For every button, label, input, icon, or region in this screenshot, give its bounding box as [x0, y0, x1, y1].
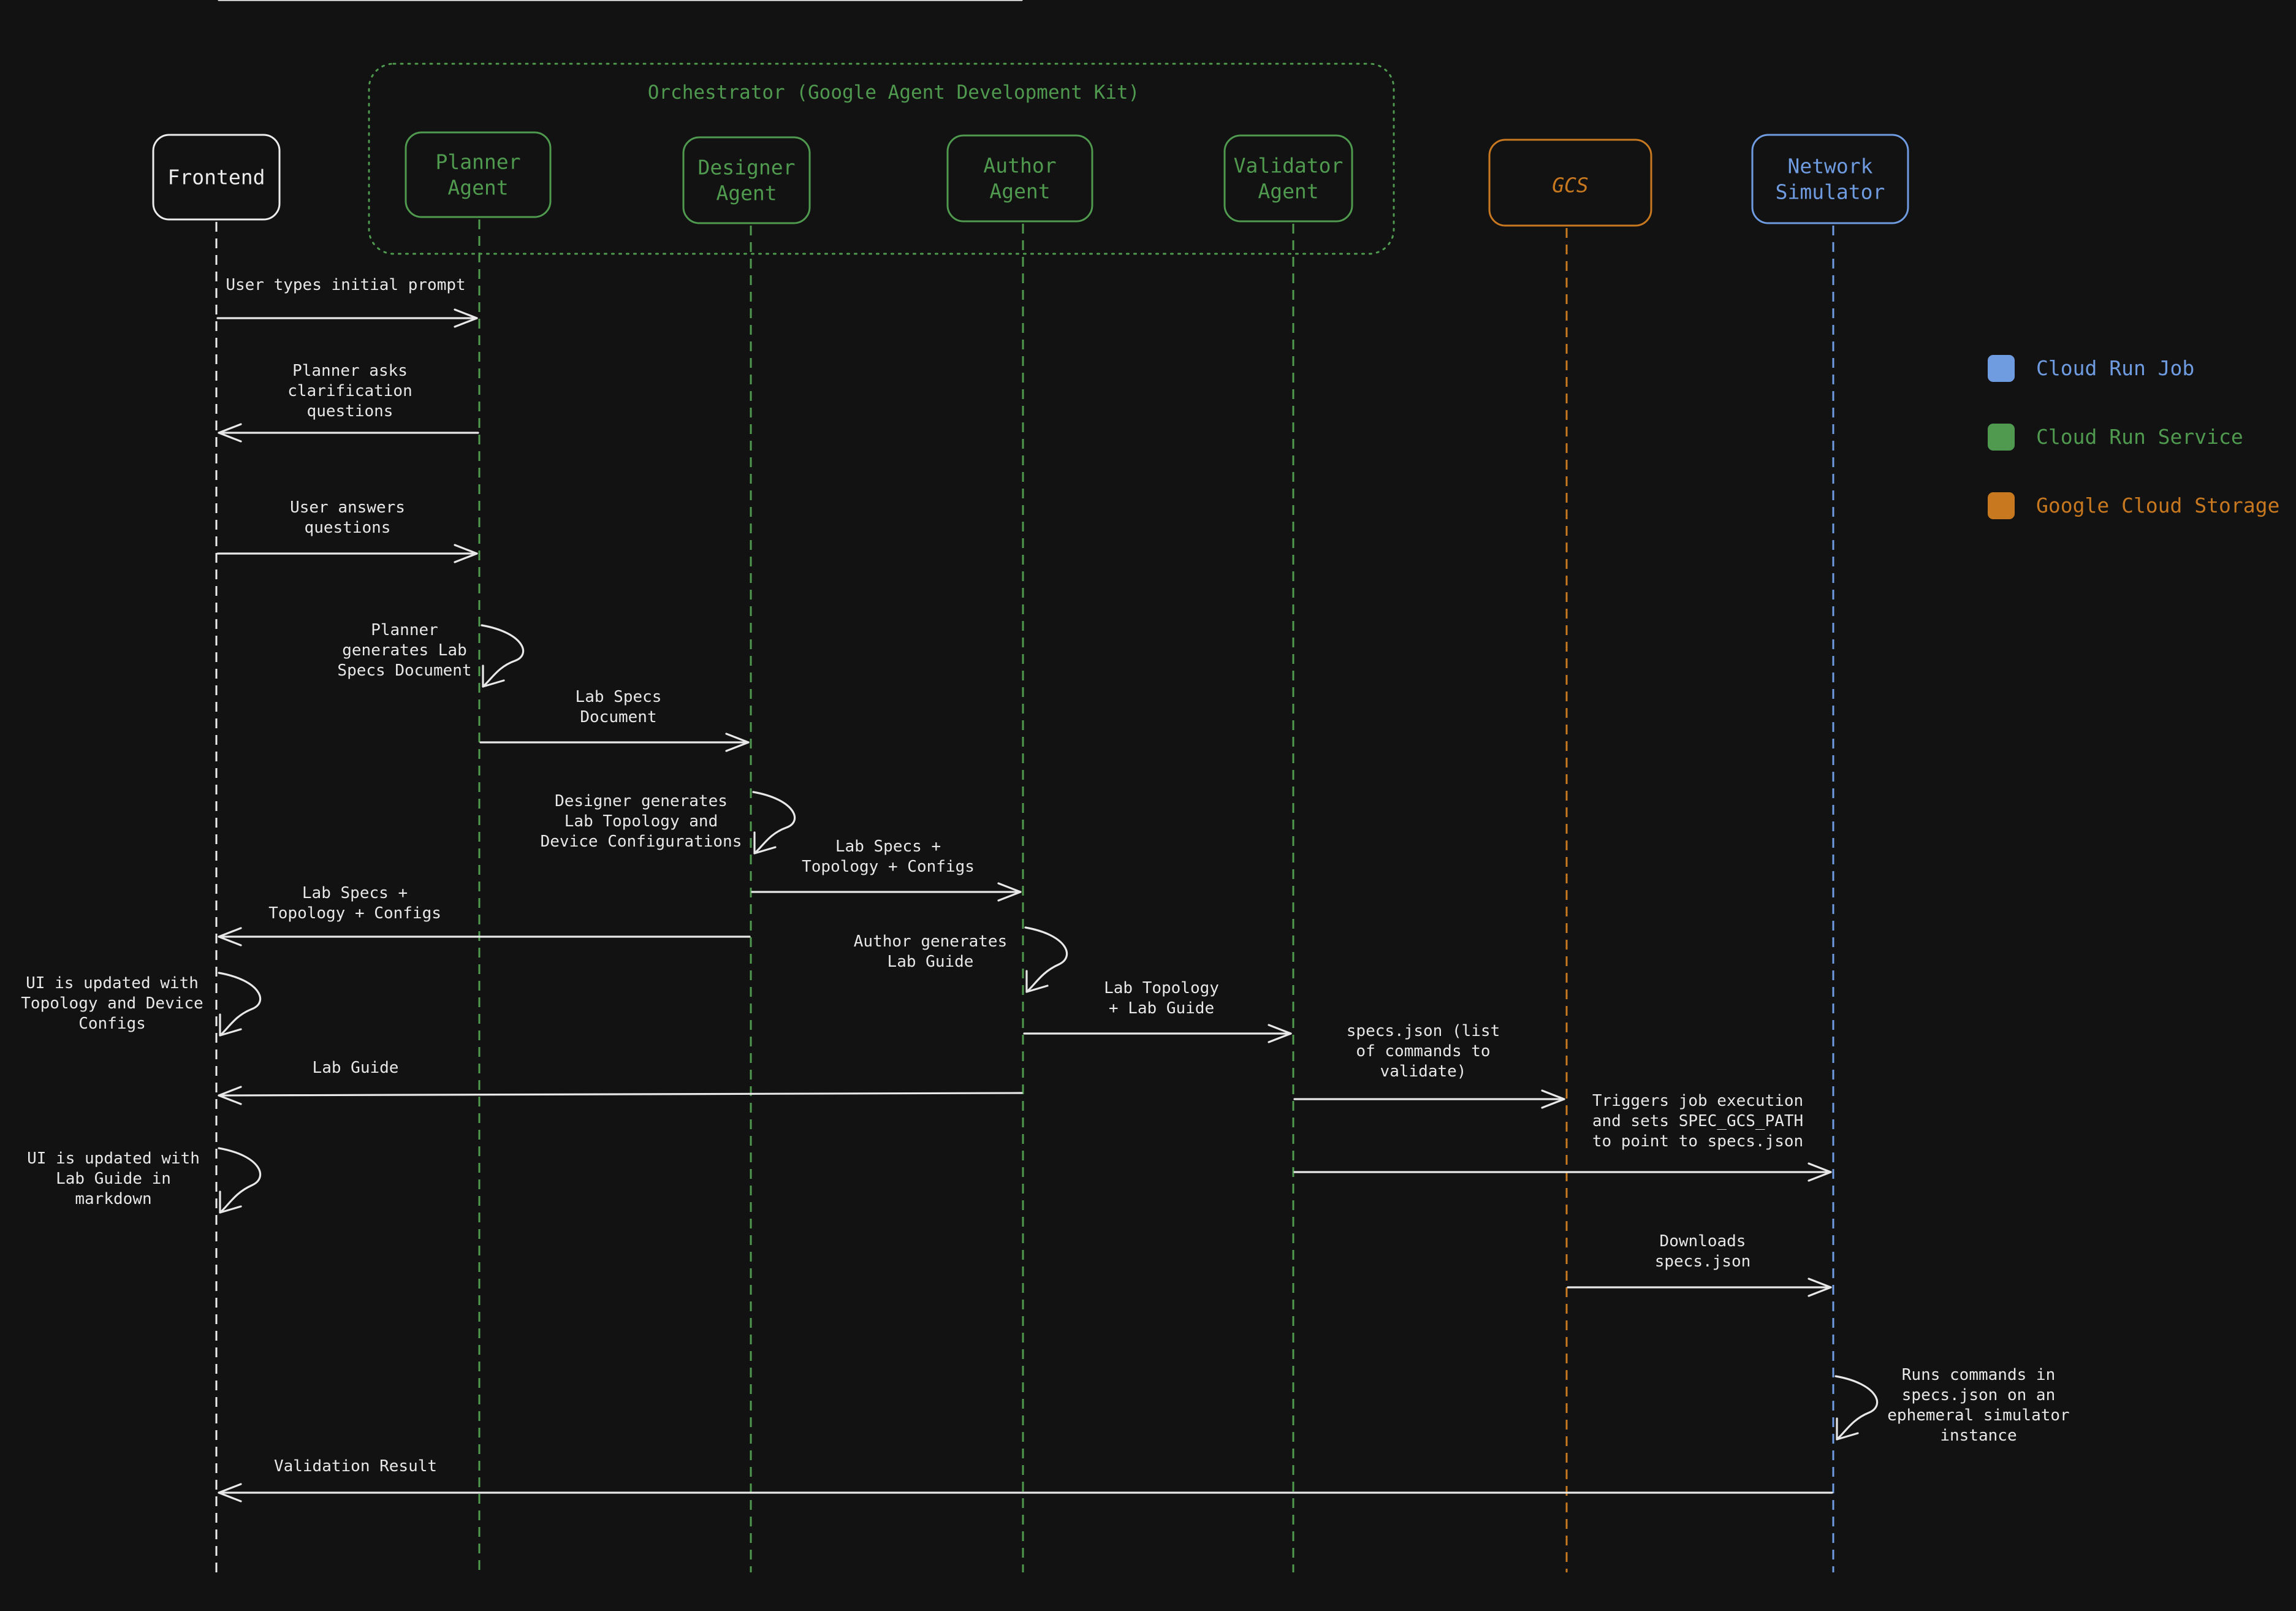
legend-item-1: Cloud Run Service — [1988, 424, 2243, 451]
actor-gcs-box — [1488, 139, 1652, 227]
self-message-curve — [752, 791, 796, 855]
arrow-head — [1808, 1278, 1832, 1297]
arrow-head — [753, 831, 777, 855]
self-message-curve — [218, 1147, 262, 1214]
arrow-head — [219, 1013, 242, 1037]
message-8-label: Lab Specs +Topology + Configs — [268, 884, 441, 923]
legend-label: Cloud Run Job — [2036, 356, 2194, 380]
arrow-head — [218, 927, 242, 946]
legend-label: Cloud Run Service — [2036, 425, 2243, 449]
message-7: Lab Specs +Topology + Configs — [751, 837, 1022, 902]
arrow-head — [454, 308, 478, 328]
legend-swatch — [1988, 424, 2015, 451]
self-message-curve — [481, 624, 525, 688]
arrow-head — [1268, 1024, 1292, 1043]
actor-designer-box — [682, 136, 811, 224]
arrow-head — [454, 544, 478, 563]
arrow-head — [1808, 1162, 1832, 1182]
self-message-curve — [1024, 926, 1068, 993]
arrow-head — [218, 1086, 242, 1105]
arrow-head — [218, 1483, 242, 1502]
actor-planner-box — [405, 131, 552, 218]
actor-frontend-box — [152, 134, 281, 221]
arrow-head — [1541, 1089, 1565, 1109]
message-line — [218, 1092, 1023, 1097]
self-message-curve — [1834, 1375, 1879, 1441]
message-18-label: Validation Result — [274, 1457, 437, 1476]
message-1-label: User types initial prompt — [226, 276, 465, 294]
arrow-head — [997, 882, 1022, 902]
self-message-curve — [218, 972, 262, 1037]
arrow-head — [725, 733, 750, 752]
arrow-head — [482, 665, 505, 688]
legend-item-0: Cloud Run Job — [1988, 355, 2194, 382]
message-13: Lab Guide — [218, 0, 1023, 1105]
message-18: Validation Result — [218, 1457, 1833, 1502]
message-13-label: Lab Guide — [313, 1059, 399, 1077]
actor-simulator-box — [1751, 134, 1909, 224]
orchestrator-label: Orchestrator (Google Agent Development K… — [648, 82, 1140, 104]
message-7-label: Lab Specs +Topology + Configs — [802, 837, 975, 876]
legend-swatch — [1988, 355, 2015, 382]
arrow-head — [218, 423, 242, 443]
actor-validator-box — [1223, 134, 1353, 223]
message-11-label: Lab Topology+ Lab Guide — [1104, 979, 1219, 1018]
arrow-head — [1836, 1417, 1859, 1441]
legend-label: Google Cloud Storage — [2036, 493, 2279, 517]
arrow-head — [219, 1190, 242, 1214]
actor-gcs-label: GCS — [1552, 173, 1589, 197]
actor-gcs: GCS — [1488, 139, 1652, 227]
arrow-head — [1025, 970, 1049, 993]
message-1: User types initial prompt — [216, 276, 478, 328]
actor-frontend-label: Frontend — [168, 166, 265, 189]
message-11: Lab Topology+ Lab Guide — [1023, 979, 1292, 1043]
legend-swatch — [1988, 492, 2015, 519]
orchestrator-group — [368, 63, 1395, 255]
actor-author-box — [946, 134, 1093, 223]
legend-item-2: Google Cloud Storage — [1988, 492, 2279, 519]
actor-frontend: Frontend — [152, 134, 281, 221]
message-8: Lab Specs +Topology + Configs — [218, 884, 751, 946]
